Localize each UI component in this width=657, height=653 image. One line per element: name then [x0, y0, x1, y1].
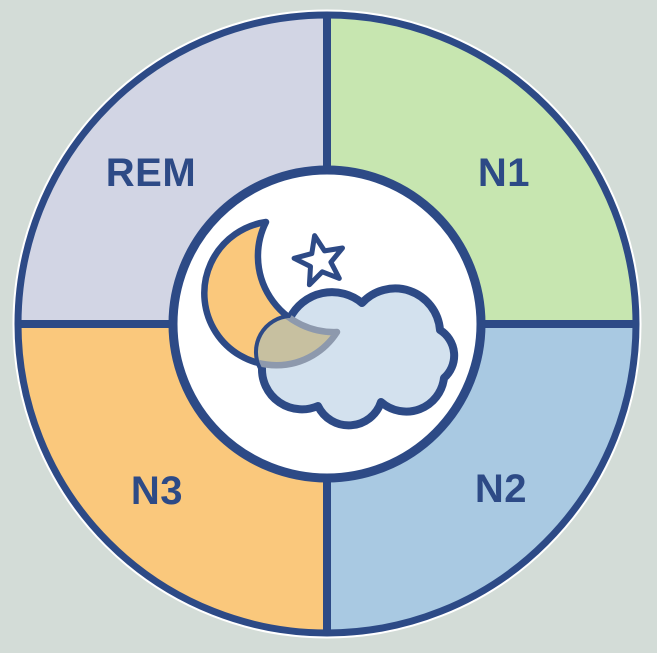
- star-icon: [291, 233, 345, 288]
- segment-label-rem: REM: [106, 151, 196, 195]
- segment-label-n3: N3: [131, 469, 183, 513]
- outer-ring: [14, 11, 640, 637]
- outer-halo-ring: [12, 9, 642, 639]
- segment-label-n1: N1: [478, 151, 530, 195]
- segment-label-n2: N2: [475, 467, 527, 511]
- cloud-icon: [254, 284, 459, 430]
